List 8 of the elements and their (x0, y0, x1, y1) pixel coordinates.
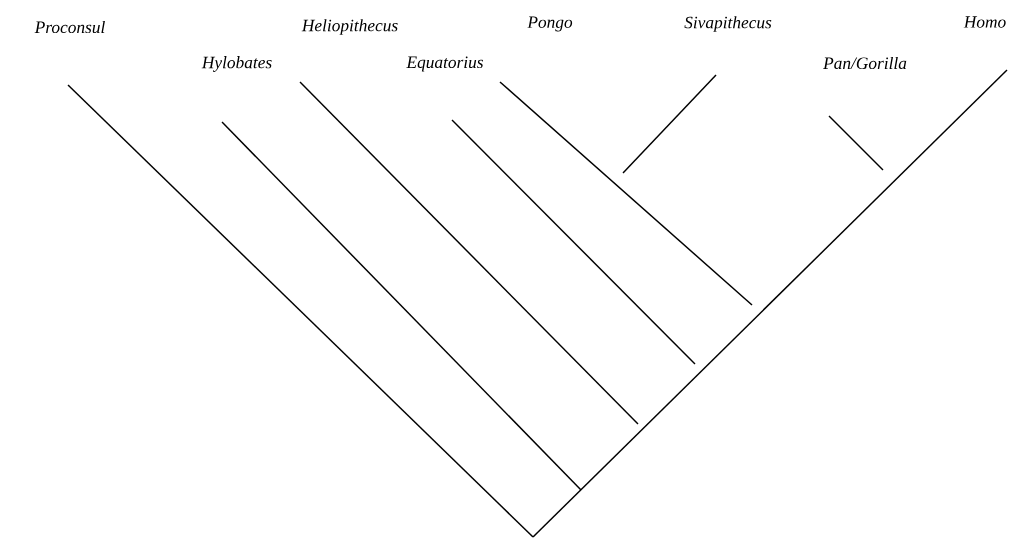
taxon-label: Equatorius (406, 56, 483, 72)
taxon-label: Pongo (527, 16, 573, 32)
taxon-label: Pan/Gorilla (823, 56, 907, 70)
taxon-label: Homo (963, 16, 1006, 28)
taxon-label: Sivapithecus (684, 16, 772, 32)
taxon-label: Hylobates (201, 56, 272, 72)
taxon-label: Heliopithecus (301, 19, 398, 35)
taxon-label: Proconsul (34, 20, 105, 34)
